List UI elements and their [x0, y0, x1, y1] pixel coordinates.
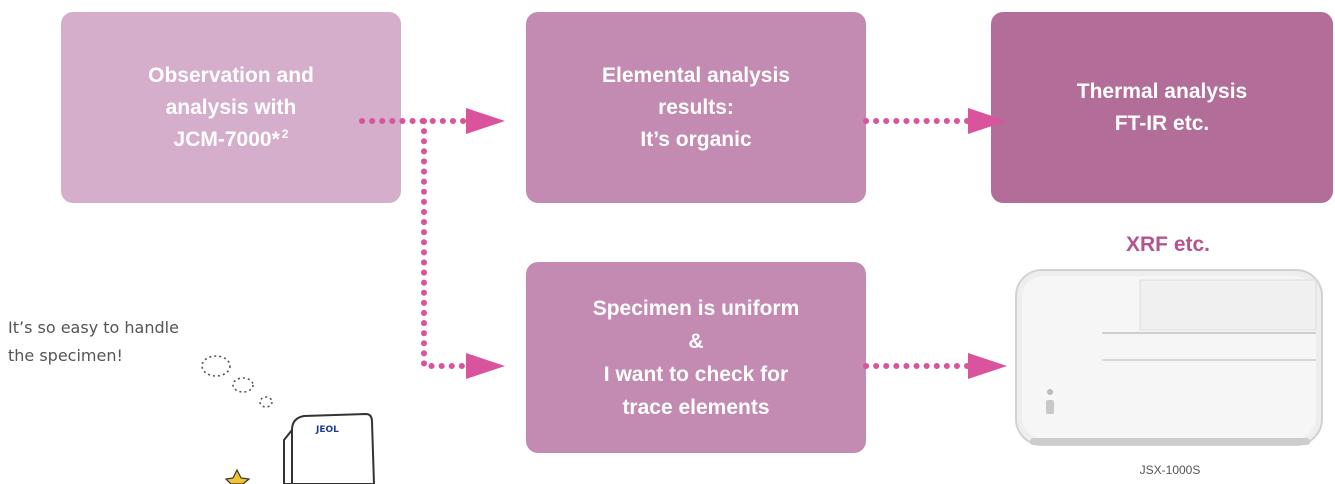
elemental-analysis-text: Elemental analysis results: It’s organic [602, 63, 790, 151]
specimen-uniform-box: Specimen is uniform & I want to check fo… [526, 262, 866, 453]
xrf-label: XRF etc. [1125, 233, 1211, 256]
jeol-logo: JEOL [315, 425, 339, 435]
xrf-instrument-image [1015, 269, 1323, 446]
footnote-marker: 2 [281, 126, 289, 141]
observation-box: Observation and analysis with JCM-7000*2 [61, 12, 401, 203]
arrowhead-elemental [466, 108, 505, 134]
elemental-analysis-box: Elemental analysis results: It’s organic [526, 12, 866, 203]
speech-text: It’s so easy to handle the specimen! [8, 318, 179, 365]
connector-obs-down [421, 118, 473, 369]
observation-text: Observation and analysis with JCM-7000* [148, 63, 314, 151]
jeol-instrument-doodle: JEOL [224, 412, 376, 484]
arrowhead-specimen [466, 353, 505, 379]
arrowhead-xrf [968, 353, 1007, 379]
thermal-analysis-box: Thermal analysis FT-IR etc. [991, 12, 1333, 203]
instrument-caption: JSX-1000S [1139, 463, 1201, 477]
arrowhead-thermal [968, 108, 1007, 134]
thermal-analysis-text: Thermal analysis FT-IR etc. [1076, 79, 1248, 135]
specimen-uniform-text: Specimen is uniform & I want to check fo… [592, 296, 800, 419]
